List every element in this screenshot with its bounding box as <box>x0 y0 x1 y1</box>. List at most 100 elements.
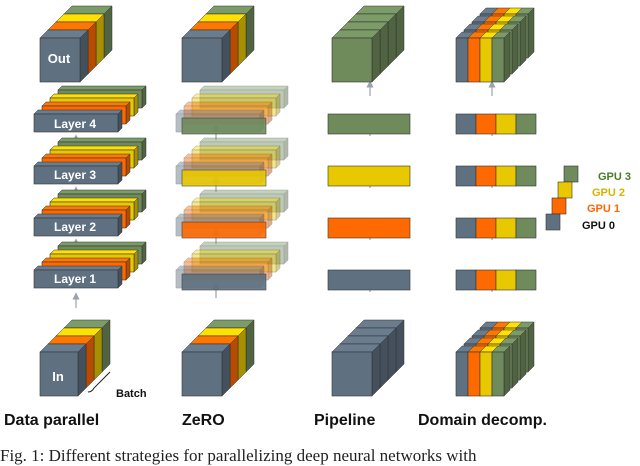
zero-in-cube-1-top <box>197 327 247 337</box>
column-title-data-parallel: Data parallel <box>4 412 100 429</box>
dp-layer-2-3-front <box>33 217 119 237</box>
zero-layer-2-1-side <box>275 197 281 221</box>
dd-layer-1-2 <box>495 269 517 291</box>
dp-layer-3-0-top <box>57 137 147 143</box>
zero-layer-4-0-top <box>199 85 289 91</box>
dp-layer-1-1-top <box>49 249 139 255</box>
dd-layer-1-0 <box>455 269 477 291</box>
dp-layer-2-3-top <box>33 213 123 219</box>
zero-layer-3-2-top <box>183 153 273 159</box>
dp-layer-3-2-side <box>125 153 131 177</box>
pipe-out-cube-3-side <box>371 29 381 83</box>
dd-out-cube-3-3-side <box>527 7 535 59</box>
dd-in-cube-1-3-side <box>511 337 519 389</box>
pipe-in-cube-0-side <box>395 319 405 373</box>
dd-in-cube-0-0-front <box>455 351 469 397</box>
zero-shard-1-front <box>181 273 267 291</box>
dd-layer-2-1 <box>475 217 497 239</box>
dp-out-cube-2-top <box>47 21 97 31</box>
dd-in-cube-0-3 <box>491 345 511 397</box>
dd-in-cube-0-3-front <box>491 351 505 397</box>
dd-out-cube-0-3-side <box>503 31 511 83</box>
dp-in-cube-3 <box>39 343 87 397</box>
dd-in-cube-2-3-side <box>519 329 527 381</box>
pipe-out-cube-0-top <box>355 5 405 15</box>
dp-layer-4-3-side <box>117 109 123 133</box>
dp-layer-4-2-top <box>41 101 131 107</box>
zero-out-cube-2-side <box>229 21 239 75</box>
zero-layer-3-0-top <box>199 137 289 143</box>
dp-layer-4-1-side <box>133 93 139 117</box>
zero-layer-2-1-top <box>191 197 281 203</box>
out-label: Out <box>48 51 71 66</box>
zero-layer-1-1 <box>191 249 281 273</box>
zero-layer-3-1-front <box>191 149 277 169</box>
dd-layer-1-0-front <box>455 269 477 291</box>
zero-out-cube-3-side <box>221 29 231 83</box>
dd-out-cube-0-2-front <box>479 37 493 83</box>
dd-layer-2-1-front <box>475 217 497 239</box>
dd-layer-1-2-front <box>495 269 517 291</box>
zero-layer-4-2-side <box>267 101 273 125</box>
zero-layer-1-0-front <box>199 245 285 265</box>
zero-out-cube-1-top <box>197 13 247 23</box>
dp-layer-3-3 <box>33 161 123 185</box>
dd-layer-1-3 <box>515 269 537 291</box>
zero-layer-3-1-side <box>275 145 281 169</box>
zero-layer-3-2-side <box>267 153 273 177</box>
dd-layer-4-3-front <box>515 113 537 135</box>
layer4-label: Layer 4 <box>54 117 96 131</box>
dp-layer-1-3-front <box>33 269 119 289</box>
dd-layer-4-0 <box>455 113 477 135</box>
dd-layer-4-0-front <box>455 113 477 135</box>
zero-in-cube-2-side <box>229 335 239 389</box>
dd-out-cube-2-3-side <box>519 15 527 67</box>
dp-layer-2-0-side <box>141 189 147 213</box>
pipe-in-cube-2-side <box>379 335 389 389</box>
shape-layer <box>33 5 579 397</box>
batch-label: Batch <box>116 388 147 400</box>
zero-layer-4-1-top <box>191 93 281 99</box>
dd-layer-3-1 <box>475 165 497 187</box>
zero-layer-1-2-top <box>183 257 273 263</box>
pipe-layer-2-front <box>327 217 411 239</box>
zero-layer-4-0-front <box>199 89 285 109</box>
zero-shard-2 <box>181 221 267 239</box>
zero-layer-2-2-side <box>267 205 273 229</box>
dd-in-cube-0-3-side <box>503 345 511 397</box>
legend-gpu2: GPU 2 <box>592 187 625 199</box>
zero-layer-1-1-top <box>191 249 281 255</box>
zero-layer-4-1-side <box>275 93 281 117</box>
layer2-label: Layer 2 <box>54 220 96 234</box>
pipe-in-cube-1-side <box>387 327 397 381</box>
dd-layer-4-1-front <box>475 113 497 135</box>
zero-layer-1-0-top <box>199 241 289 247</box>
zero-out-cube-3 <box>181 29 231 83</box>
dp-layer-3-3-side <box>117 161 123 185</box>
zero-layer-1-1-side <box>275 249 281 273</box>
dp-out-cube-3-top <box>39 29 89 39</box>
dp-in-cube-2-side <box>85 335 95 389</box>
legend-gpu1: GPU 1 <box>587 203 620 215</box>
dd-layer-4-1 <box>475 113 497 135</box>
zero-layer-1-0-side <box>283 241 289 265</box>
pipe-layer-3 <box>327 165 411 187</box>
zero-layer-1-3-top <box>175 265 265 271</box>
zero-layer-4-0 <box>199 85 289 109</box>
legend-swatch-0-front <box>545 213 561 231</box>
dp-layer-3-0-side <box>141 137 147 161</box>
zero-out-cube-0-top <box>205 5 255 15</box>
dp-layer-2-1-top <box>49 197 139 203</box>
zero-shard-4-front <box>181 117 267 135</box>
zero-in-cube-0-side <box>245 319 255 373</box>
legend-swatch-2 <box>557 181 573 199</box>
dp-layer-2-3 <box>33 213 123 237</box>
dd-out-cube-1-3-side <box>511 23 519 75</box>
zero-shard-4 <box>181 117 267 135</box>
dp-layer-3-1-top <box>49 145 139 151</box>
dp-layer-1-0-top <box>57 241 147 247</box>
zero-layer-4-1-front <box>191 97 277 117</box>
dp-layer-2-2-top <box>41 205 131 211</box>
legend-swatch-3-front <box>563 165 579 183</box>
dd-layer-4-2 <box>495 113 517 135</box>
